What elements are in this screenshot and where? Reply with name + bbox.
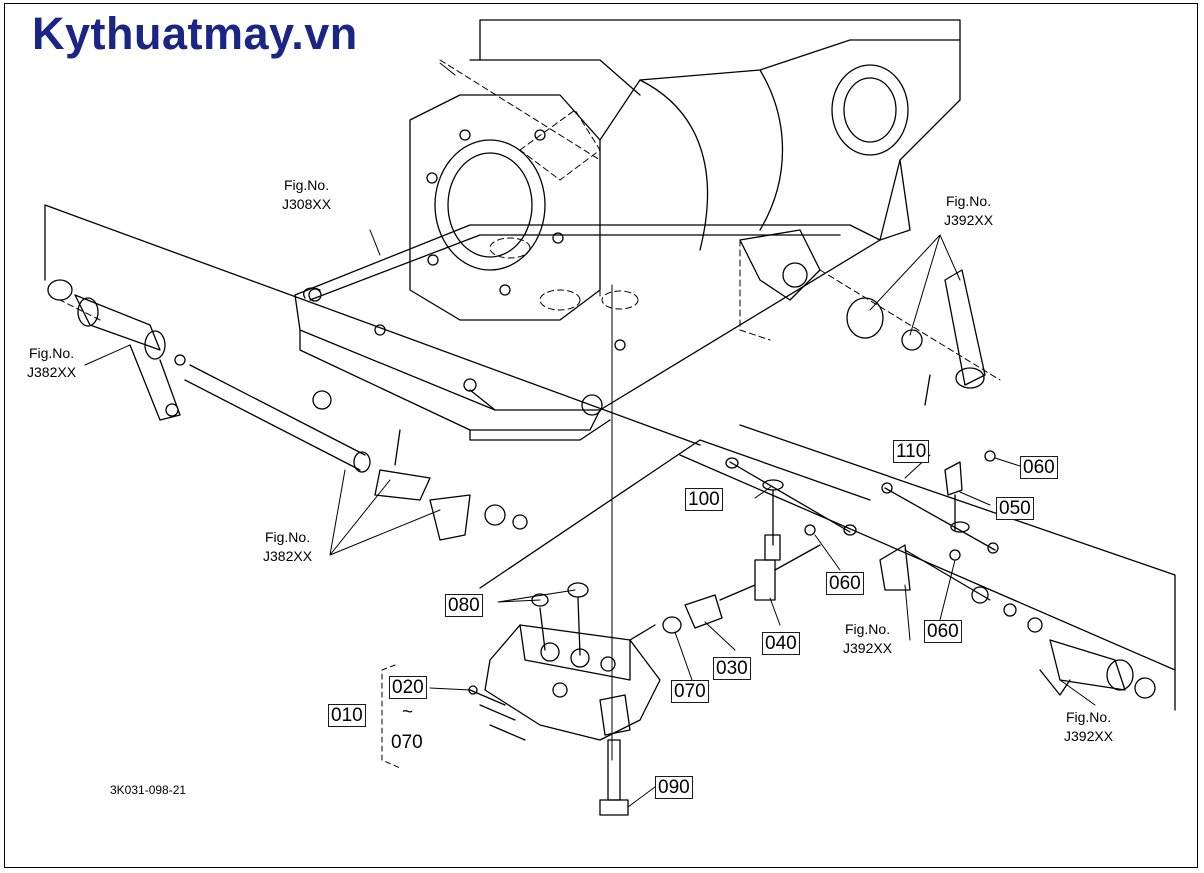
part-090-label[interactable]: 090 [655, 776, 693, 799]
part-040-label[interactable]: 040 [762, 632, 800, 655]
range-bracket [381, 664, 401, 769]
fig-ref-label: Fig.No. [264, 529, 311, 545]
fig-ref-label: Fig.No. [844, 621, 891, 637]
fig-ref-code: J382XX [263, 548, 313, 564]
hidden-lines [439, 59, 1001, 381]
fig-ref-code: J382XX [27, 364, 77, 380]
part-060-label[interactable]: 060 [826, 572, 864, 595]
fig-ref-code: J392XX [843, 640, 893, 656]
fig-ref-label: Fig.No. [283, 177, 330, 193]
control-links-group [479, 424, 1176, 711]
fig-ref-code: J392XX [1064, 728, 1114, 744]
range-end-label: 070 [391, 732, 423, 753]
fig-ref-label: Fig.No. [945, 193, 992, 209]
valve-assembly [468, 582, 756, 816]
part-100-label[interactable]: 100 [685, 488, 723, 511]
range-tilde: ~ [402, 702, 414, 723]
part-110-label[interactable]: 110 [893, 440, 930, 463]
fig-ref-code: J392XX [944, 212, 994, 228]
fig-ref-j308: Fig.No. J308XX [282, 176, 331, 214]
fig-ref-j382-left: Fig.No. J382XX [27, 344, 76, 382]
diagram-frame [4, 3, 1198, 868]
site-watermark: Kythuatmay.vn [32, 8, 358, 59]
part-050-label[interactable]: 050 [996, 497, 1034, 520]
fig-ref-j392-bottom: Fig.No. J392XX [1064, 708, 1113, 746]
part-020-label[interactable]: 020 [389, 676, 427, 699]
part-060-label[interactable]: 060 [1020, 456, 1058, 479]
part-030-label[interactable]: 030 [713, 657, 751, 680]
fig-ref-j392-top: Fig.No. J392XX [944, 192, 993, 230]
part-070-label[interactable]: 070 [671, 680, 709, 703]
fig-ref-label: Fig.No. [1065, 709, 1112, 725]
part-080-label[interactable]: 080 [445, 594, 483, 617]
part-060-label[interactable]: 060 [924, 620, 962, 643]
drawing-code: 3K031-098-21 [110, 783, 187, 797]
leader-lines [84, 62, 1096, 808]
left-guide-hidden [59, 299, 101, 321]
fig-ref-j382-mid: Fig.No. J382XX [263, 528, 312, 566]
fig-ref-label: Fig.No. [28, 345, 75, 361]
transmission-housing [294, 19, 961, 441]
fig-ref-code: J308XX [282, 196, 332, 212]
part-010-label[interactable]: 010 [328, 704, 366, 727]
top-right-arm-group [846, 269, 986, 406]
fig-ref-j392-mid: Fig.No. J392XX [843, 620, 892, 658]
left-shaft-group [44, 204, 701, 541]
